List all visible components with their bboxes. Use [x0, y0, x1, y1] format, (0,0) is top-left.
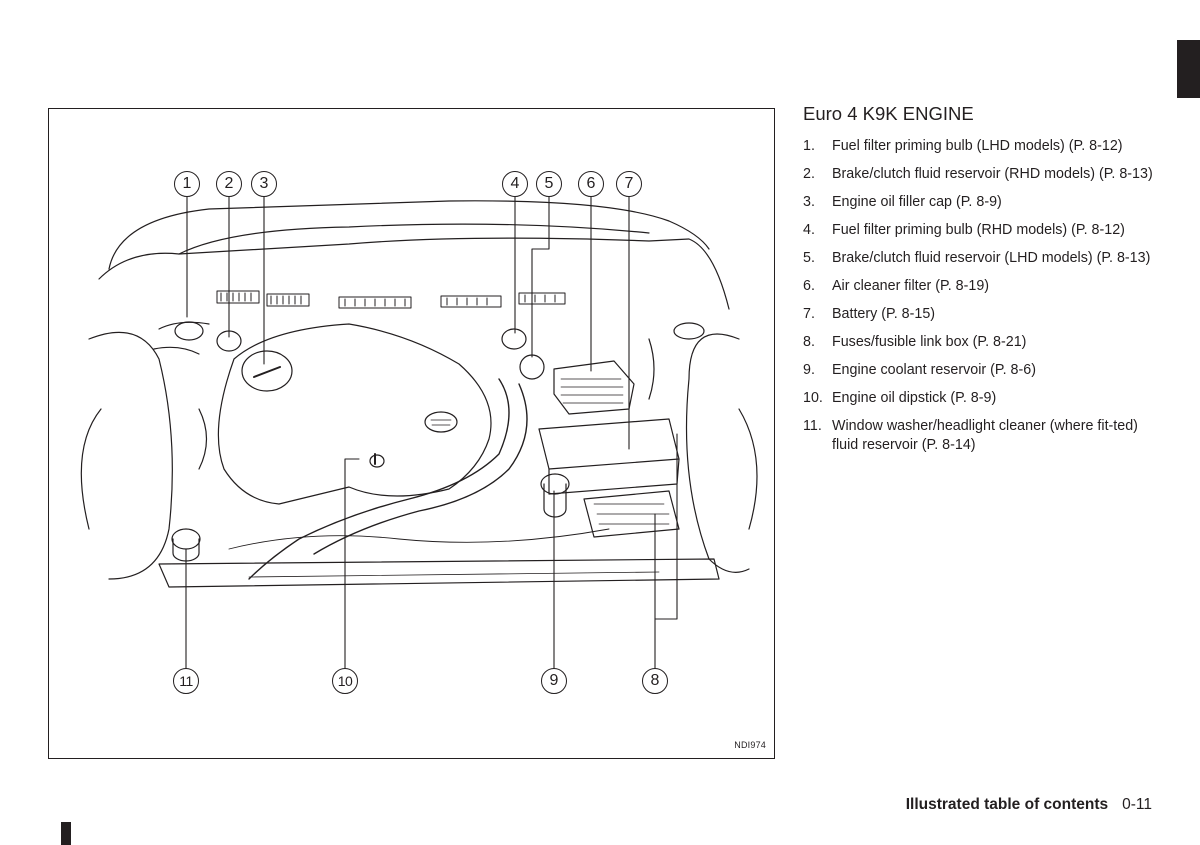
callout-1: 1: [174, 171, 200, 197]
callout-3: 3: [251, 171, 277, 197]
callout-6: 6: [578, 171, 604, 197]
list-item: 10.Engine oil dipstick (P. 8-9): [803, 390, 997, 406]
engine-diagram: 1 2 3 4 5 6 7 8 9 10 11 NDI974: [48, 108, 775, 759]
list-item: 11.Window washer/headlight cleaner (wher…: [803, 418, 1138, 453]
component-legend: Euro 4 K9K ENGINE 1.Fuel filter priming …: [803, 103, 1163, 464]
figure-code: NDI974: [734, 740, 766, 750]
callout-9: 9: [541, 668, 567, 694]
page-number: 0-11: [1122, 796, 1152, 813]
list-item: 2.Brake/clutch fluid reservoir (RHD mode…: [803, 166, 1153, 182]
callout-4: 4: [502, 171, 528, 197]
callout-2: 2: [216, 171, 242, 197]
callout-10: 10: [332, 668, 358, 694]
page-footer: Illustrated table of contents 0-11: [906, 796, 1152, 814]
callout-8: 8: [642, 668, 668, 694]
engine-illustration: [80, 194, 758, 670]
list-item: 6.Air cleaner filter (P. 8-19): [803, 278, 990, 294]
corner-mark: [61, 822, 71, 845]
callout-7: 7: [616, 171, 642, 197]
list-item: 5.Brake/clutch fluid reservoir (LHD mode…: [803, 250, 1151, 266]
list-item: 9.Engine coolant reservoir (P. 8-6): [803, 362, 1036, 378]
list-item: 1.Fuel filter priming bulb (LHD models) …: [803, 138, 1123, 154]
list-item: 3.Engine oil filler cap (P. 8-9): [803, 194, 1002, 210]
chapter-thumb-tab: [1177, 40, 1200, 98]
list-item: 4.Fuel filter priming bulb (RHD models) …: [803, 222, 1125, 238]
section-title: Euro 4 K9K ENGINE: [803, 103, 974, 124]
list-item: 8.Fuses/fusible link box (P. 8-21): [803, 334, 1027, 350]
list-item: 7.Battery (P. 8-15): [803, 306, 936, 322]
footer-section-name: Illustrated table of contents: [905, 796, 1109, 813]
callout-11: 11: [173, 668, 199, 694]
callout-5: 5: [536, 171, 562, 197]
component-list: 1.Fuel filter priming bulb (LHD models) …: [803, 137, 1163, 455]
